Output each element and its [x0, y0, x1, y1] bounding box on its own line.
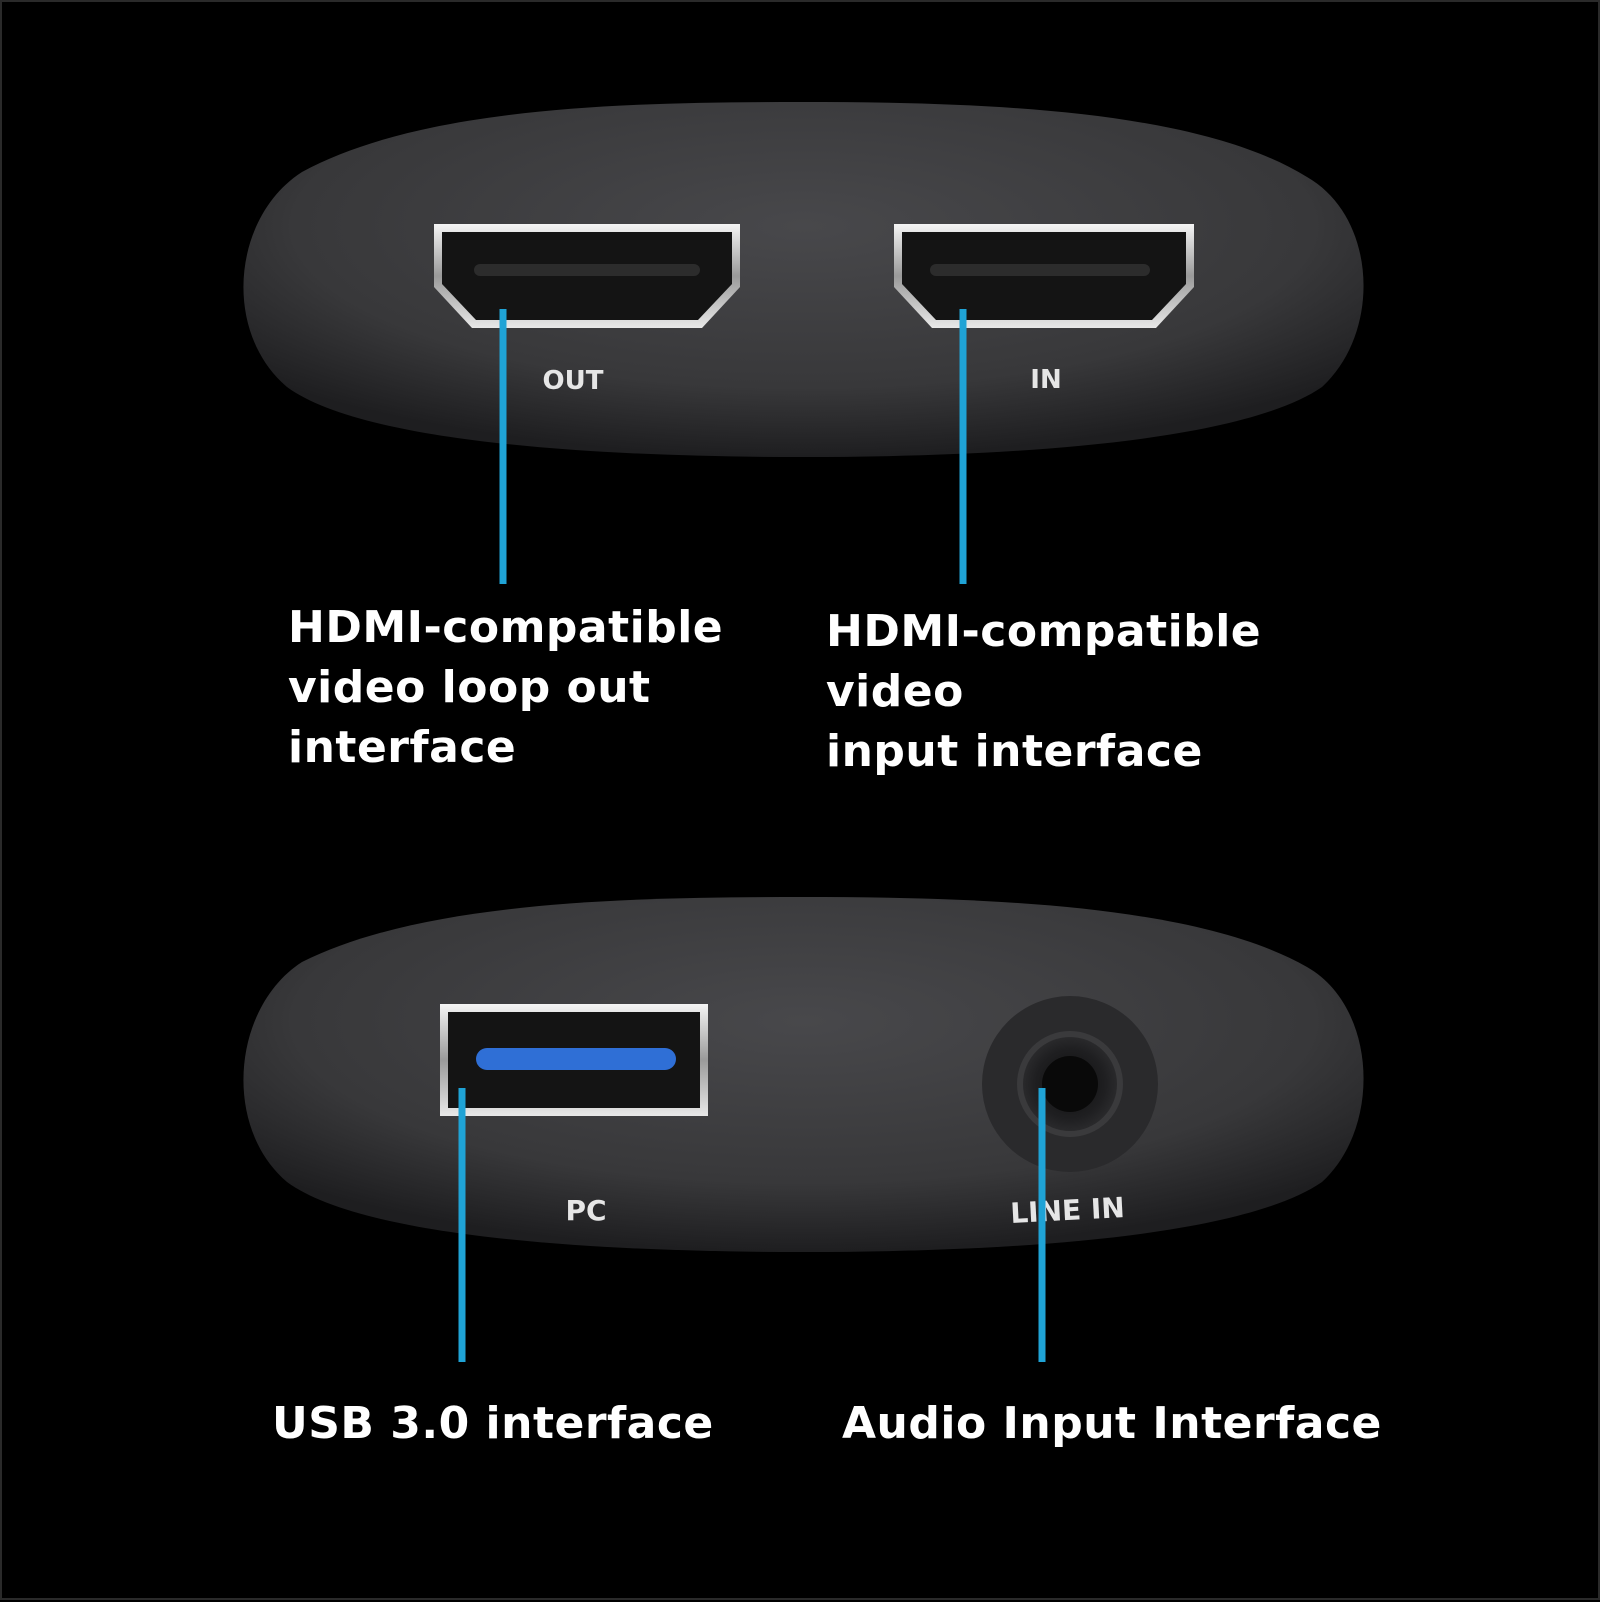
line-in-port-label: LINE IN — [1010, 1191, 1126, 1230]
hdmi-out-callout-line-1: HDMI-compatible — [288, 602, 724, 653]
hdmi-in-callout-line-3: input interface — [826, 726, 1203, 777]
hdmi-out-callout-line-3: interface — [288, 722, 517, 773]
top-device-body — [243, 102, 1364, 457]
hdmi-in-callout-line-2: video — [826, 666, 964, 717]
pc-port-label: PC — [565, 1194, 606, 1227]
in-port-label: IN — [1030, 365, 1061, 395]
hdmi-in-callout-line-1: HDMI-compatible — [826, 606, 1262, 657]
hdmi-out-callout: HDMI-compatible video loop out interface — [288, 598, 723, 778]
usb-callout: USB 3.0 interface — [272, 1394, 714, 1454]
audio-jack-icon — [982, 996, 1158, 1172]
hdmi-in-port-icon — [894, 224, 1194, 328]
hdmi-out-callout-line-2: video loop out — [288, 662, 651, 713]
usb-port-icon — [440, 1004, 708, 1116]
audio-callout: Audio Input Interface — [842, 1394, 1382, 1454]
audio-callout-text: Audio Input Interface — [842, 1398, 1382, 1449]
bottom-device-body — [243, 897, 1364, 1252]
out-port-label: OUT — [543, 366, 604, 396]
usb-callout-text: USB 3.0 interface — [272, 1398, 714, 1449]
hdmi-in-callout: HDMI-compatible video input interface — [826, 602, 1261, 782]
hdmi-out-port-icon — [434, 224, 740, 328]
